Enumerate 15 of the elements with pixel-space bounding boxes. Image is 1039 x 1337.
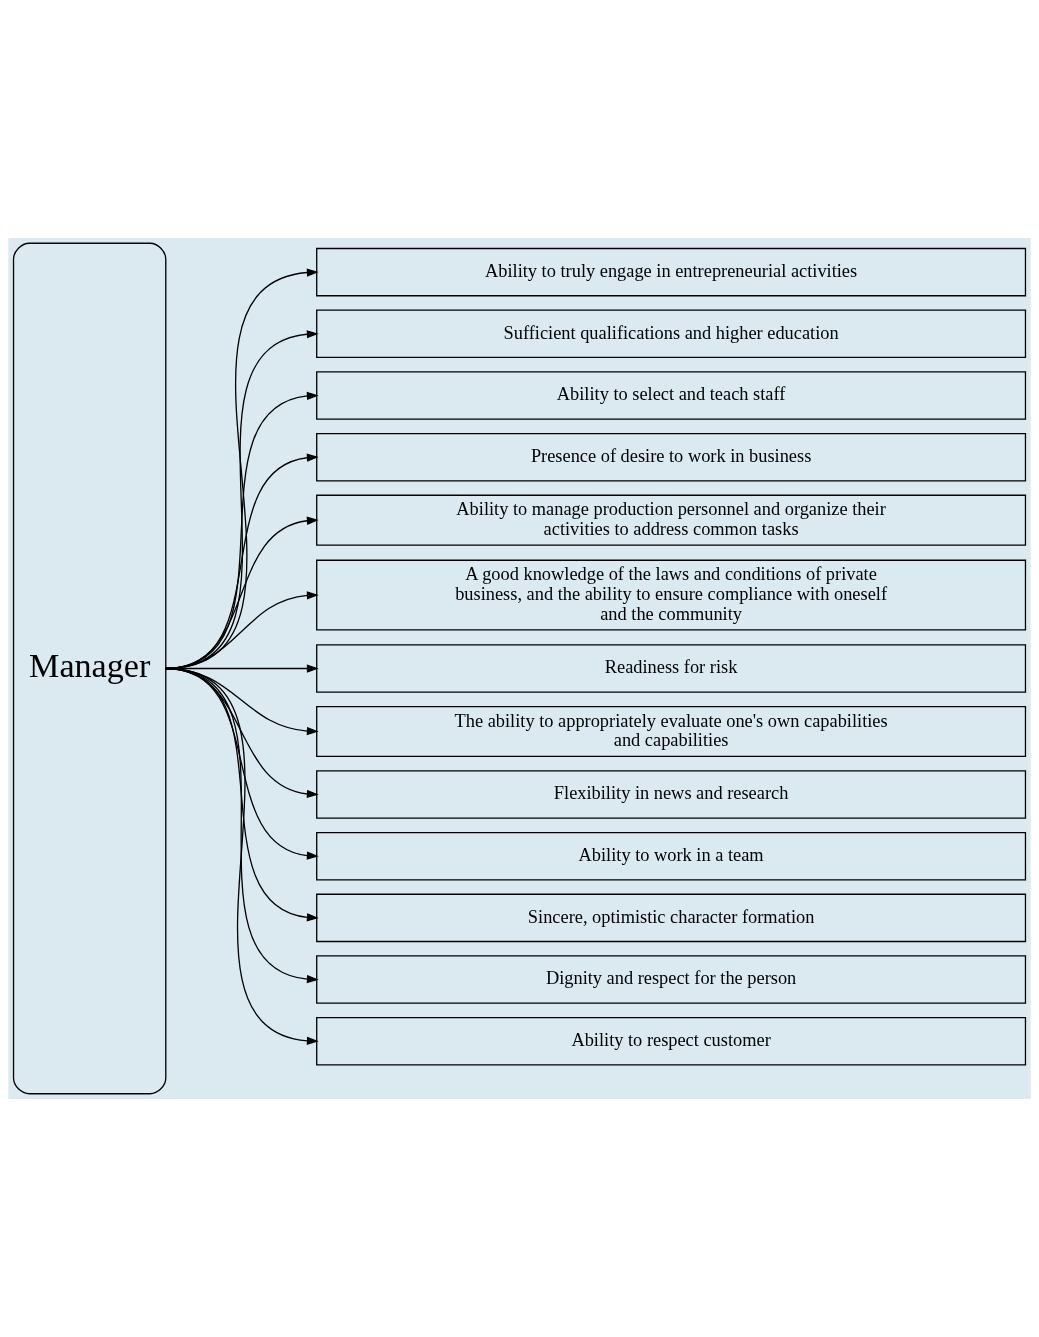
node-box: Dignity and respect for the person: [316, 955, 1027, 1004]
node-box: Ability to manage production personnel and organize their activities to address common tasks: [316, 494, 1027, 546]
node-box: Sufficient qualifications and higher education: [316, 309, 1027, 359]
node-box: Presence of desire to work in business: [316, 432, 1027, 482]
node-box: Ability to select and teach staff: [316, 371, 1027, 420]
node-box: The ability to appropriately evaluate one's own capabilities and capabilities: [316, 705, 1027, 758]
node-box: Ability to work in a team: [316, 831, 1027, 881]
arrow: [165, 667, 319, 1045]
node-box: Manager: [12, 242, 167, 1095]
node-box: Readiness for risk: [316, 644, 1027, 693]
node-box: Sincere, optimistic character formation: [316, 893, 1027, 943]
node-box: Ability to truly engage in entrepreneurial activities: [316, 247, 1027, 297]
node-box: A good knowledge of the laws and conditions of private business, and the ability to ensure compliance with oneself and the community: [316, 559, 1027, 631]
node-box: Flexibility in news and research: [316, 770, 1027, 819]
node-box: Ability to respect customer: [316, 1016, 1027, 1066]
